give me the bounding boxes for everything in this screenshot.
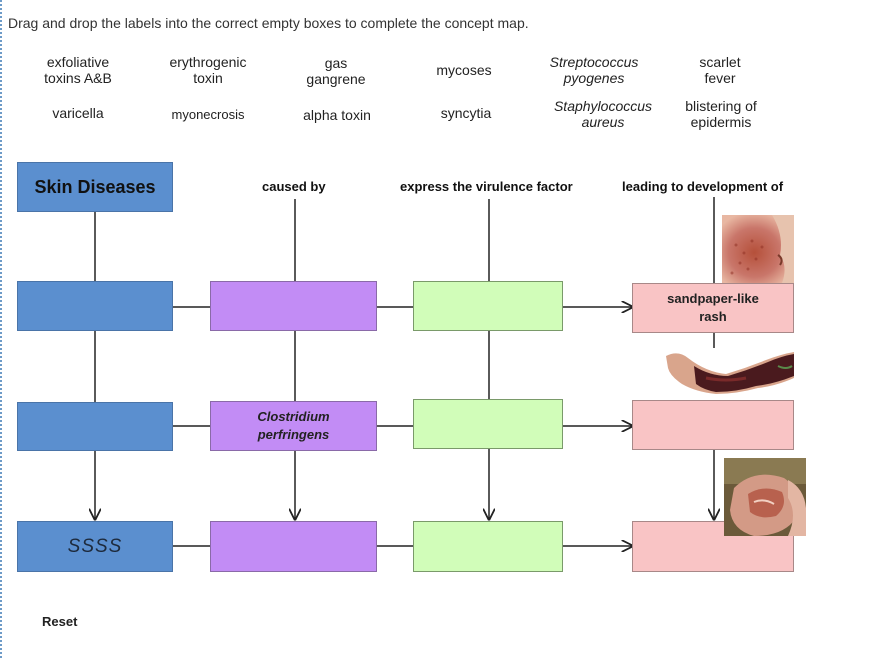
drop-box-result-2[interactable] xyxy=(632,400,794,450)
scarlet-fever-cheek-photo-icon xyxy=(722,215,794,283)
drag-label-mycoses[interactable]: mycoses xyxy=(436,62,492,78)
header-caused-by: caused by xyxy=(262,179,326,194)
drag-label-myonecrosis[interactable]: myonecrosis xyxy=(171,107,245,122)
gas-gangrene-leg-photo-icon xyxy=(666,348,794,398)
scalded-skin-photo-icon xyxy=(724,458,806,536)
instruction-text: Drag and drop the labels into the correc… xyxy=(8,15,529,31)
drop-box-disease-2[interactable] xyxy=(17,402,173,451)
drop-box-virulence-3[interactable] xyxy=(413,521,563,572)
drag-label-varicella[interactable]: varicella xyxy=(52,105,104,121)
drop-box-disease-1[interactable] xyxy=(17,281,173,331)
disease-box-ssss: SSSS xyxy=(17,521,173,572)
header-leading-to: leading to development of xyxy=(622,179,784,194)
skin-diseases-title-box: Skin Diseases xyxy=(17,162,173,212)
drop-box-bacteria-1[interactable] xyxy=(210,281,377,331)
drop-box-bacteria-3[interactable] xyxy=(210,521,377,572)
drag-label-syncytia[interactable]: syncytia xyxy=(440,105,492,121)
drop-box-virulence-2[interactable] xyxy=(413,399,563,449)
header-virulence-factor: express the virulence factor xyxy=(400,179,573,194)
reset-button[interactable]: Reset xyxy=(42,614,78,629)
drag-label-alpha-toxin[interactable]: alpha toxin xyxy=(303,107,371,123)
page-left-border xyxy=(0,0,4,658)
drop-box-virulence-1[interactable] xyxy=(413,281,563,331)
